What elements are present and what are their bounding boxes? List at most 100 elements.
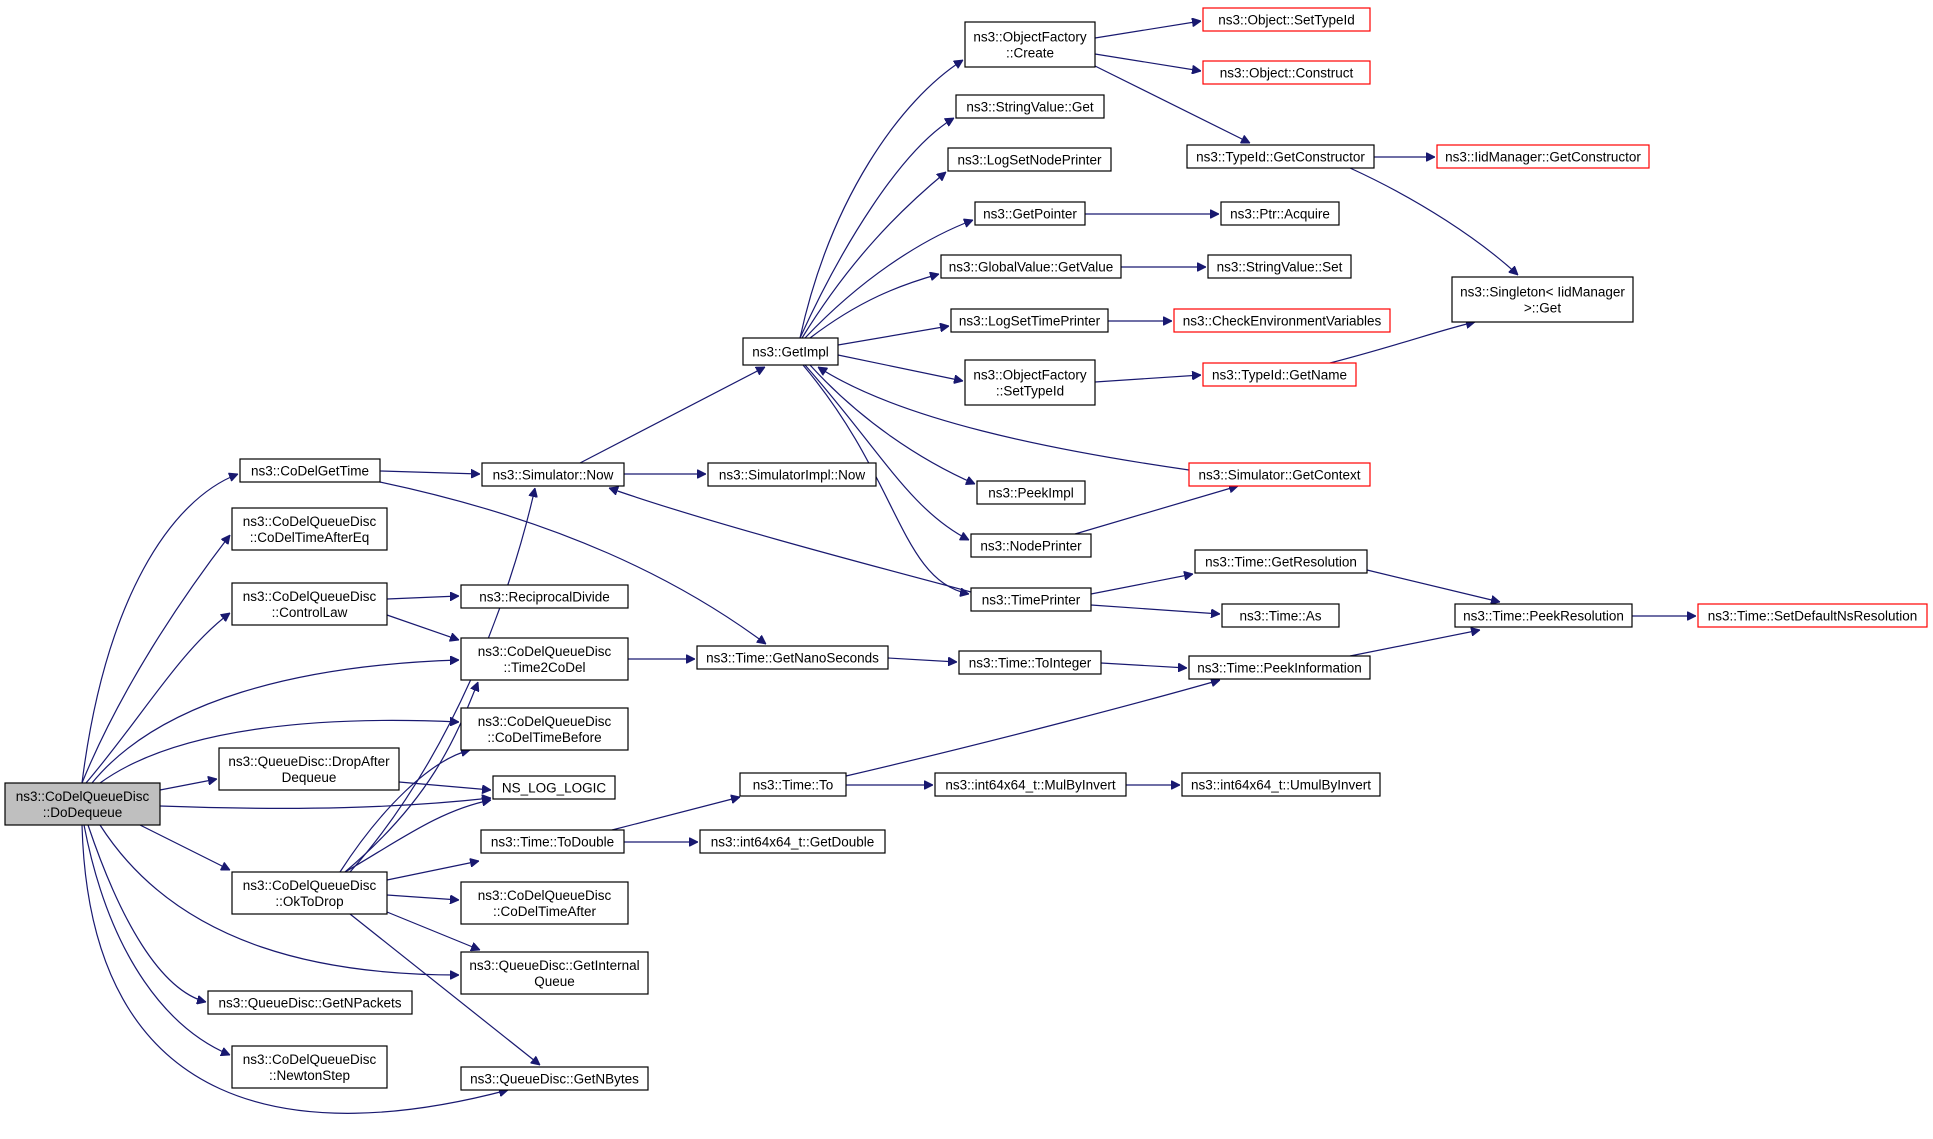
edge-timeprinter-time_as xyxy=(1090,604,1220,614)
node-time-tointeger[interactable]: ns3::Time::ToInteger xyxy=(958,650,1102,675)
node-umulbyinvert[interactable]: ns3::int64x64_t::UmulByInvert xyxy=(1181,772,1381,797)
edge-simulator_getcontext-get_impl xyxy=(818,367,1190,471)
node-label-line: ns3::TypeId::GetConstructor xyxy=(1196,150,1365,165)
edge-do_dequeue-ok_to_drop xyxy=(139,824,230,871)
edge-time_getresolution-time_peekresolution xyxy=(1366,569,1500,602)
node-peekimpl[interactable]: ns3::PeekImpl xyxy=(976,480,1086,505)
node-box xyxy=(1451,276,1634,323)
node-mulbyinvert[interactable]: ns3::int64x64_t::MulByInvert xyxy=(934,772,1127,797)
node-label-line: ns3::TypeId::GetName xyxy=(1212,368,1347,383)
edge-ok_to_drop-time_to_double xyxy=(386,861,479,881)
node-globalvalue-getvalue[interactable]: ns3::GlobalValue::GetValue xyxy=(940,254,1122,279)
node-time-to[interactable]: ns3::Time::To xyxy=(739,772,847,797)
node-box xyxy=(707,462,877,487)
node-box xyxy=(480,829,625,854)
node-box xyxy=(964,359,1096,406)
node-label-line: ns3::StringValue::Set xyxy=(1217,260,1343,275)
node-codel-get-time[interactable]: ns3::CoDelGetTime xyxy=(239,458,381,483)
edge-get_impl-objectfactory_settypeid xyxy=(837,354,963,381)
node-codel-time-before[interactable]: ns3::CoDelQueueDisc::CoDelTimeBefore xyxy=(460,707,629,751)
edge-do_dequeue-ns_log_logic xyxy=(159,798,491,809)
node-checkenv[interactable]: ns3::CheckEnvironmentVariables xyxy=(1173,308,1391,333)
edge-do_dequeue-get_npackets xyxy=(87,824,206,1002)
node-typeid-getconstructor[interactable]: ns3::TypeId::GetConstructor xyxy=(1186,144,1375,169)
edge-get_impl-objectfactory_create xyxy=(799,60,963,339)
node-ns-log-logic[interactable]: NS_LOG_LOGIC xyxy=(492,775,616,800)
node-logsettimeprinter[interactable]: ns3::LogSetTimePrinter xyxy=(950,308,1109,333)
function-nodes: ns3::CoDelQueueDisc::DoDequeuens3::CoDel… xyxy=(4,7,1928,1091)
node-ok-to-drop[interactable]: ns3::CoDelQueueDisc::OkToDrop xyxy=(231,871,388,915)
node-control-law[interactable]: ns3::CoDelQueueDisc::ControlLaw xyxy=(231,582,388,626)
edge-get_impl-globalvalue_getvalue xyxy=(809,274,939,339)
edge-codel_get_time-simulator_now xyxy=(379,471,480,474)
node-simulator-now[interactable]: ns3::Simulator::Now xyxy=(481,462,625,487)
node-time-to-double[interactable]: ns3::Time::ToDouble xyxy=(480,829,625,854)
node-get-npackets[interactable]: ns3::QueueDisc::GetNPackets xyxy=(207,990,413,1015)
node-setdefaultnsresolution[interactable]: ns3::Time::SetDefaultNsResolution xyxy=(1697,603,1928,628)
node-singleton-get[interactable]: ns3::Singleton< IidManager>::Get xyxy=(1451,276,1634,323)
node-logsetnodeprinter[interactable]: ns3::LogSetNodePrinter xyxy=(947,147,1112,172)
node-label-line: ::NewtonStep xyxy=(269,1068,350,1083)
edge-do_dequeue-time2codel xyxy=(91,660,459,784)
node-box xyxy=(1181,772,1381,797)
edge-nodeprinter-simulator_getcontext xyxy=(1074,486,1238,535)
node-box xyxy=(934,772,1127,797)
node-box xyxy=(460,637,629,681)
node-ptr-acquire[interactable]: ns3::Ptr::Acquire xyxy=(1220,201,1340,226)
node-iidmanager-getconstructor[interactable]: ns3::IidManager::GetConstructor xyxy=(1436,144,1650,169)
node-reciprocal-divide[interactable]: ns3::ReciprocalDivide xyxy=(460,584,629,609)
node-box xyxy=(940,254,1122,279)
node-time-getresolution[interactable]: ns3::Time::GetResolution xyxy=(1194,549,1368,574)
node-get-nbytes[interactable]: ns3::QueueDisc::GetNBytes xyxy=(460,1066,649,1091)
node-label-line: ns3::LogSetNodePrinter xyxy=(957,153,1102,168)
node-objectfactory-settypeid[interactable]: ns3::ObjectFactory::SetTypeId xyxy=(964,359,1096,406)
node-box xyxy=(1220,201,1340,226)
node-box xyxy=(1202,7,1371,32)
node-do-dequeue[interactable]: ns3::CoDelQueueDisc::DoDequeue xyxy=(4,782,161,826)
node-time-as[interactable]: ns3::Time::As xyxy=(1221,603,1340,628)
node-time-peekinformation[interactable]: ns3::Time::PeekInformation xyxy=(1188,655,1371,680)
node-get-nanoseconds[interactable]: ns3::Time::GetNanoSeconds xyxy=(696,645,889,670)
node-typeid-getname[interactable]: ns3::TypeId::GetName xyxy=(1202,362,1357,387)
node-label-line: ::SetTypeId xyxy=(996,384,1064,399)
node-label-line: Dequeue xyxy=(282,770,337,785)
edge-do_dequeue-newton_step xyxy=(83,824,230,1055)
node-nodeprinter[interactable]: ns3::NodePrinter xyxy=(970,533,1092,558)
node-box xyxy=(460,584,629,609)
edge-time_to_double-time_to xyxy=(611,797,740,831)
edge-get_impl-getpointer xyxy=(804,220,973,339)
node-simulator-getcontext[interactable]: ns3::Simulator::GetContext xyxy=(1188,462,1371,487)
node-int64-get-double[interactable]: ns3::int64x64_t::GetDouble xyxy=(699,829,886,854)
node-get-impl[interactable]: ns3::GetImpl xyxy=(742,337,839,366)
edge-timeprinter-time_getresolution xyxy=(1090,574,1193,595)
node-simulatorimpl-now[interactable]: ns3::SimulatorImpl::Now xyxy=(707,462,877,487)
node-stringvalue-set[interactable]: ns3::StringValue::Set xyxy=(1207,254,1352,279)
node-time2codel[interactable]: ns3::CoDelQueueDisc::Time2CoDel xyxy=(460,637,629,681)
node-box xyxy=(460,951,649,995)
node-label-line: ns3::CoDelQueueDisc xyxy=(243,1052,377,1067)
node-label-line: ns3::Time::GetResolution xyxy=(1205,555,1357,570)
node-codel-time-after-eq[interactable]: ns3::CoDelQueueDisc::CoDelTimeAfterEq xyxy=(231,507,388,551)
node-stringvalue-get[interactable]: ns3::StringValue::Get xyxy=(955,94,1105,119)
node-box xyxy=(955,94,1105,119)
node-timeprinter[interactable]: ns3::TimePrinter xyxy=(970,587,1092,612)
node-object-settypeid[interactable]: ns3::Object::SetTypeId xyxy=(1202,7,1371,32)
node-codel-time-after[interactable]: ns3::CoDelQueueDisc::CoDelTimeAfter xyxy=(460,881,629,925)
node-box xyxy=(1188,655,1371,680)
node-time-peekresolution[interactable]: ns3::Time::PeekResolution xyxy=(1454,603,1633,628)
node-label-line: ns3::Time::ToDouble xyxy=(491,835,614,850)
node-label-line: ns3::GetPointer xyxy=(983,207,1077,222)
edge-do_dequeue-codel_get_time xyxy=(81,474,238,784)
node-newton-step[interactable]: ns3::CoDelQueueDisc::NewtonStep xyxy=(231,1045,388,1089)
node-object-construct[interactable]: ns3::Object::Construct xyxy=(1202,60,1371,85)
node-label-line: ::Create xyxy=(1006,46,1054,61)
node-label-line: ns3::GlobalValue::GetValue xyxy=(949,260,1114,275)
node-box xyxy=(460,881,629,925)
edge-get_impl-timeprinter xyxy=(802,364,969,594)
node-getpointer[interactable]: ns3::GetPointer xyxy=(974,201,1086,226)
node-objectfactory-create[interactable]: ns3::ObjectFactory::Create xyxy=(964,21,1096,68)
node-label-line: ns3::CheckEnvironmentVariables xyxy=(1183,314,1382,329)
